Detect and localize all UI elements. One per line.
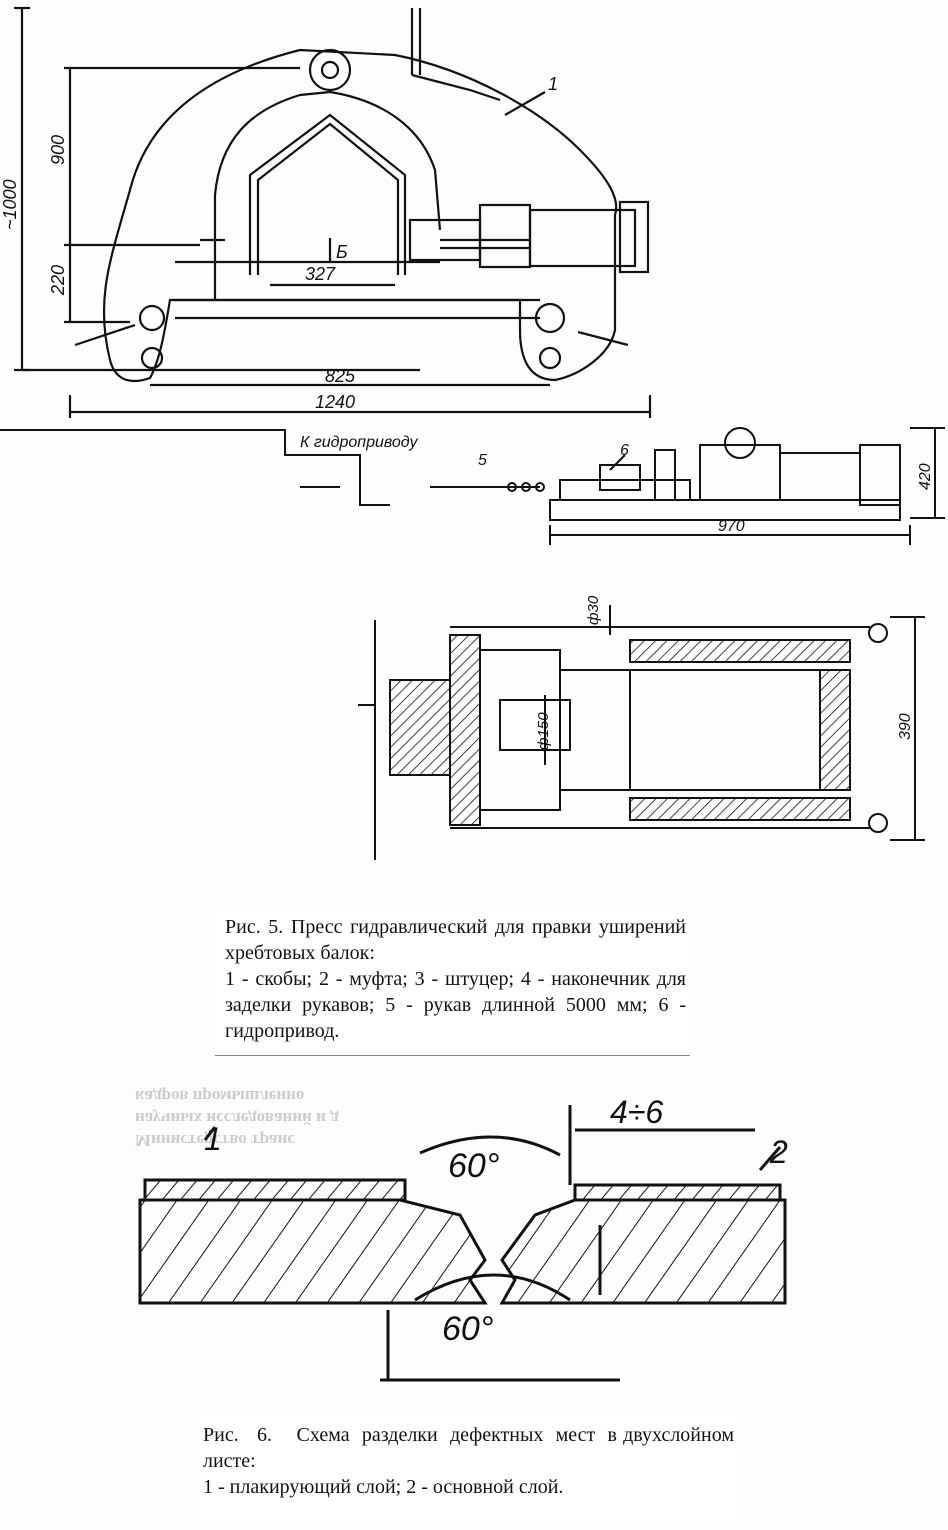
dim-rod-diameter: ф30 <box>585 595 602 625</box>
callout-base: 2 <box>769 1134 788 1170</box>
callout-5: 5 <box>478 452 487 469</box>
callout-1: 1 <box>548 74 558 94</box>
dim-span-825: 825 <box>325 366 356 386</box>
figure-6-caption-title: Рис. 6. Схема разделки дефектных мест в … <box>203 1424 739 1472</box>
drive-drawing: К гидроприводу 5 6 420 970 <box>0 427 945 545</box>
figure-6-caption-parts: 1 - плакирующий слой; 2 - основной слой. <box>203 1476 564 1498</box>
cylinder-section: ф30 ф150 390 <box>358 595 925 860</box>
callout-cladding: 1 <box>204 1121 222 1157</box>
press-drawing: ~1000 900 220 Б 327 825 1240 1 <box>0 6 652 418</box>
dim-height-220: 220 <box>48 265 68 296</box>
dim-height-900: 900 <box>48 135 68 165</box>
figure-5-caption-parts: 1 - скобы; 2 - муфта; 3 - штуцер; 4 - на… <box>225 968 686 1042</box>
dim-drive-height: 420 <box>917 463 934 490</box>
dim-width-327: 327 <box>305 264 336 284</box>
dim-cylinder-diameter: ф150 <box>535 712 552 750</box>
angle-top-label: 60° <box>448 1147 499 1185</box>
angle-bottom-label: 60° <box>442 1310 493 1348</box>
dim-total-height: ~1000 <box>0 179 20 230</box>
hose-label: К гидроприводу <box>300 434 418 451</box>
figure-6-caption: Рис. 6. Схема разделки дефектных мест в … <box>195 1416 740 1524</box>
dim-gap-b: Б <box>336 242 348 262</box>
callout-6: 6 <box>620 442 629 459</box>
dim-width-1240: 1240 <box>315 392 355 412</box>
figure-5-caption: Рис. 5. Пресс гидравлический для правки … <box>215 908 690 1056</box>
dim-cylinder-height: 390 <box>897 713 914 740</box>
figure-5-caption-title: Рис. 5. Пресс гидравлический для правки … <box>225 916 686 964</box>
weld-groove-drawing: 60° 60° 4÷6 1 2 <box>138 1094 788 1382</box>
dim-drive-length: 970 <box>718 518 745 535</box>
gap-label: 4÷6 <box>610 1094 663 1130</box>
